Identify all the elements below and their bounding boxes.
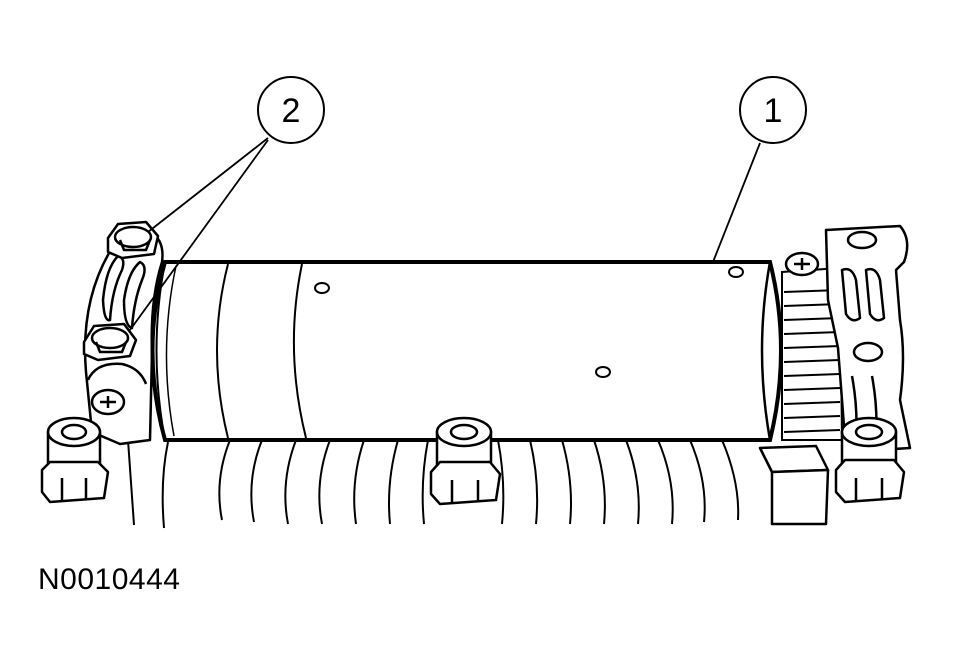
callout-1: 1 — [739, 76, 807, 144]
stud-center — [429, 416, 502, 506]
bracket-bolt-lower — [82, 322, 138, 362]
callout-leaders — [129, 137, 761, 331]
stud-left — [40, 416, 110, 504]
sensor-block — [758, 444, 830, 526]
callout-1-label: 1 — [764, 92, 783, 130]
leader-line-1 — [712, 142, 761, 263]
callout-2: 2 — [257, 76, 325, 144]
figure-id: N0010444 — [38, 563, 181, 596]
leader-line-2b — [129, 139, 269, 331]
right-mounting-bracket — [784, 224, 912, 454]
left-mounting-bracket — [83, 230, 164, 446]
leader-line-2a — [147, 137, 269, 233]
bracket-bolt-upper — [106, 220, 160, 260]
stud-right — [834, 416, 906, 504]
cylinder-component — [150, 260, 783, 442]
callout-2-label: 2 — [282, 92, 301, 130]
engine-block — [127, 439, 740, 529]
